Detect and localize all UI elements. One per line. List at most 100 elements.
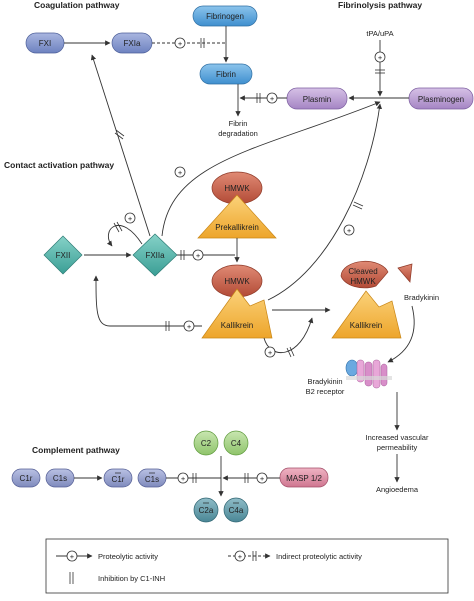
plus-marker: + — [124, 212, 136, 224]
node-c4: C4 — [223, 430, 249, 456]
inhibition-mark — [200, 38, 205, 48]
title-contact-activation: Contact activation pathway — [4, 160, 114, 170]
svg-text:C1r: C1r — [112, 475, 125, 484]
node-fxii: FXII — [43, 235, 83, 275]
legend: + Proteolytic activity + Indirect proteo… — [45, 538, 449, 594]
plus-marker: + — [256, 472, 268, 484]
label-increased-2: permeability — [377, 443, 418, 452]
svg-text:+: + — [378, 53, 383, 62]
label-b2-receptor-2: B2 receptor — [306, 387, 345, 396]
connectors — [64, 26, 415, 497]
title-coagulation: Coagulation pathway — [34, 0, 120, 10]
svg-text:Inhibition by C1-INH: Inhibition by C1-INH — [98, 574, 165, 583]
node-c1r: C1r — [11, 468, 41, 488]
inhibition-mark — [114, 129, 125, 140]
b2-receptor-icon — [345, 359, 392, 389]
node-plasmin: Plasmin — [286, 87, 348, 110]
svg-text:+: + — [70, 552, 75, 561]
svg-text:+: + — [347, 226, 352, 235]
node-masp: MASP 1/2 — [279, 467, 329, 488]
node-fxi: FXI — [25, 32, 65, 54]
plus-marker: + — [174, 166, 186, 178]
label-increased-1: Increased vascular — [366, 433, 429, 442]
svg-text:C2a: C2a — [199, 506, 214, 515]
node-c1s: C1s — [45, 468, 75, 488]
inhibition-mark — [244, 473, 249, 483]
svg-text:Cleaved: Cleaved — [348, 267, 377, 276]
svg-text:HMWK: HMWK — [224, 277, 250, 286]
svg-text:+: + — [178, 39, 183, 48]
svg-text:Plasminogen: Plasminogen — [418, 95, 464, 104]
inhibition-mark — [286, 346, 295, 358]
svg-text:Kallikrein: Kallikrein — [350, 321, 382, 330]
svg-text:C4a: C4a — [229, 506, 244, 515]
label-fibrin-degradation-2: degradation — [218, 129, 258, 138]
inhibition-mark — [192, 473, 197, 483]
node-fibrin: Fibrin — [199, 63, 253, 85]
label-angioedema: Angioedema — [376, 485, 419, 494]
svg-text:+: + — [196, 251, 201, 260]
plus-marker: + — [266, 92, 278, 104]
plus-marker: + — [174, 37, 186, 49]
plus-marker: + — [264, 346, 276, 358]
plus-marker: + — [374, 51, 386, 63]
node-c1r-active: C1r — [103, 468, 133, 488]
svg-text:+: + — [187, 322, 192, 331]
svg-text:FXII: FXII — [56, 251, 71, 260]
node-kallikrein-right: Kallikrein — [331, 290, 402, 339]
node-prekallikrein: Prekallikrein — [197, 194, 277, 239]
node-bradykinin-fragment — [397, 263, 413, 283]
legend-indirect: + Indirect proteolytic activity — [228, 550, 362, 562]
svg-text:Fibrinogen: Fibrinogen — [206, 12, 244, 21]
svg-text:FXIIa: FXIIa — [145, 251, 165, 260]
svg-text:+: + — [270, 94, 275, 103]
label-tpa-upa: tPA/uPA — [366, 29, 393, 38]
svg-text:Proteolytic activity: Proteolytic activity — [98, 552, 158, 561]
inhibition-marks — [113, 38, 385, 483]
svg-text:Kallikrein: Kallikrein — [221, 321, 253, 330]
svg-text:+: + — [128, 214, 133, 223]
node-c2a: C2a — [193, 497, 219, 523]
node-cleaved-hmwk: Cleaved HMWK — [340, 260, 389, 289]
node-c4a: C4a — [223, 497, 249, 523]
legend-proteolytic: + Proteolytic activity — [56, 550, 158, 562]
legend-inhibition: Inhibition by C1-INH — [69, 572, 165, 584]
svg-text:Fibrin: Fibrin — [216, 70, 236, 79]
node-c1s-active: C1s — [137, 468, 167, 488]
plus-marker: + — [183, 320, 195, 332]
svg-text:+: + — [260, 474, 265, 483]
svg-text:C1s: C1s — [145, 475, 159, 484]
proteolytic-markers: + + + + + + + + + + + — [124, 37, 386, 484]
label-b2-receptor-1: Bradykinin — [307, 377, 342, 386]
inhibition-mark — [180, 250, 185, 260]
title-fibrinolysis: Fibrinolysis pathway — [338, 0, 422, 10]
node-fxia: FXIa — [111, 32, 153, 54]
plus-marker: + — [343, 224, 355, 236]
inhibition-mark — [113, 221, 123, 233]
plus-marker: + — [192, 249, 204, 261]
node-c2: C2 — [193, 430, 219, 456]
inhibition-mark — [375, 69, 385, 74]
svg-text:HMWK: HMWK — [224, 184, 250, 193]
node-plasminogen: Plasminogen — [408, 87, 474, 110]
label-fibrin-degradation-1: Fibrin — [229, 119, 248, 128]
node-fibrinogen: Fibrinogen — [192, 5, 258, 27]
svg-text:MASP 1/2: MASP 1/2 — [286, 474, 322, 483]
plus-marker: + — [177, 472, 189, 484]
svg-text:HMWK: HMWK — [350, 277, 376, 286]
node-fxiia: FXIIa — [132, 233, 178, 277]
node-hmwk-mid: HMWK — [211, 264, 263, 298]
svg-text:C1r: C1r — [20, 474, 33, 483]
svg-text:+: + — [181, 474, 186, 483]
inhibition-mark — [165, 321, 170, 331]
svg-text:Plasmin: Plasmin — [303, 95, 331, 104]
svg-text:FXIa: FXIa — [124, 39, 141, 48]
label-bradykinin: Bradykinin — [404, 293, 439, 302]
svg-text:Prekallikrein: Prekallikrein — [215, 223, 259, 232]
svg-text:C2: C2 — [201, 439, 212, 448]
inhibition-mark — [352, 201, 364, 210]
svg-text:+: + — [238, 552, 243, 561]
svg-text:C1s: C1s — [53, 474, 67, 483]
svg-text:C4: C4 — [231, 439, 242, 448]
node-kallikrein-left: Kallikrein — [201, 288, 273, 339]
